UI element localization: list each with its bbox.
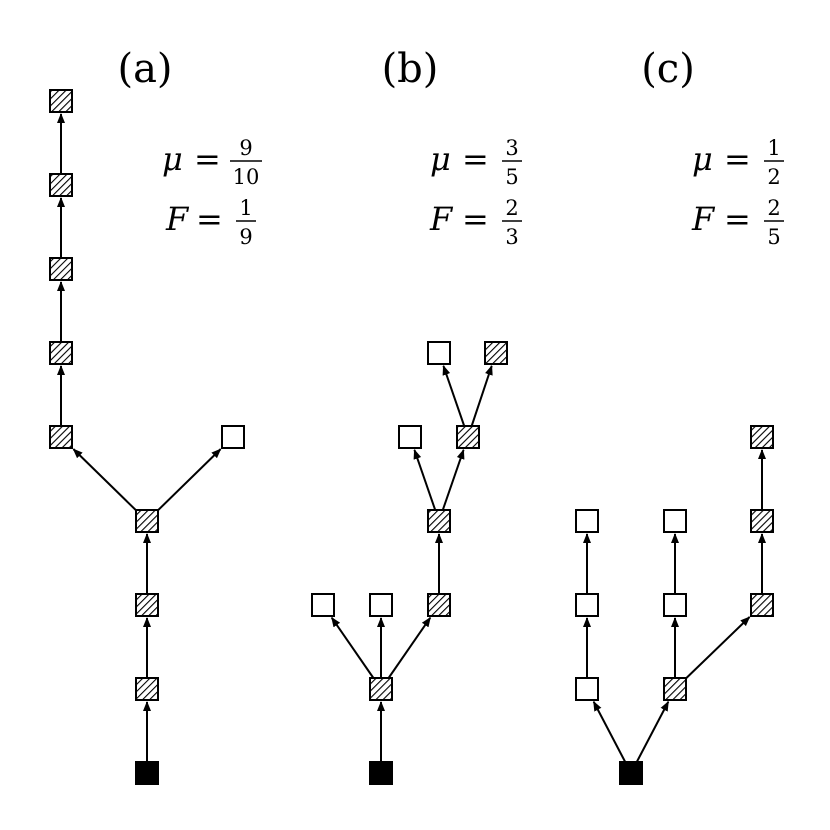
F-numerator-b: 2 xyxy=(505,196,518,220)
mu-numerator-b: 3 xyxy=(505,136,518,160)
edge-arrow xyxy=(470,364,493,427)
hatched-node xyxy=(750,593,774,617)
edge-arrow xyxy=(685,616,751,680)
equals-sign: = xyxy=(462,140,489,178)
edge-arrow xyxy=(330,616,375,679)
equals-sign: = xyxy=(724,200,751,238)
white-node xyxy=(221,425,245,449)
param-mu-b: μ = 3 5 xyxy=(430,136,522,189)
edge-arrow xyxy=(441,448,465,511)
edge-arrow xyxy=(635,700,670,763)
edge-arrow xyxy=(157,448,222,511)
param-mu-a: μ = 9 10 xyxy=(162,136,262,189)
root-node xyxy=(135,761,159,785)
equals-sign: = xyxy=(462,200,489,238)
hatched-node xyxy=(49,341,73,365)
F-denominator-a: 9 xyxy=(239,225,252,249)
hatched-node xyxy=(49,257,73,281)
hatched-node xyxy=(484,341,508,365)
hatched-node xyxy=(663,677,687,701)
white-node xyxy=(575,593,599,617)
F-symbol-c: F xyxy=(691,200,716,238)
panel-label-a: (a) xyxy=(117,46,172,92)
hatched-node xyxy=(135,509,159,533)
F-denominator-b: 3 xyxy=(505,225,518,249)
param-F-a: F = 1 9 xyxy=(165,196,256,249)
mu-symbol-c: μ xyxy=(692,140,713,178)
mu-denominator-c: 2 xyxy=(767,165,780,189)
equals-sign: = xyxy=(724,140,751,178)
hatched-node xyxy=(456,425,480,449)
tree-edges xyxy=(57,113,766,763)
edge-arrow xyxy=(413,448,437,511)
hatched-node xyxy=(427,509,451,533)
panel-label-c: (c) xyxy=(641,46,695,92)
F-numerator-c: 2 xyxy=(767,196,780,220)
edge-arrow xyxy=(442,364,466,427)
hatched-node xyxy=(369,677,393,701)
hatched-node xyxy=(135,677,159,701)
equals-sign: = xyxy=(194,140,221,178)
root-node xyxy=(369,761,393,785)
edge-arrow xyxy=(72,448,137,511)
F-symbol-b: F xyxy=(429,200,454,238)
hatched-node xyxy=(750,509,774,533)
white-node xyxy=(663,593,687,617)
white-node xyxy=(663,509,687,533)
mu-denominator-b: 5 xyxy=(505,165,518,189)
mu-denominator-a: 10 xyxy=(233,165,260,189)
F-denominator-c: 5 xyxy=(767,225,780,249)
white-node xyxy=(311,593,335,617)
edge-arrow xyxy=(387,616,432,679)
root-node xyxy=(619,761,643,785)
equals-sign: = xyxy=(196,200,223,238)
mu-symbol-b: μ xyxy=(430,140,451,178)
panel-label-b: (b) xyxy=(382,46,439,92)
mu-symbol-a: μ xyxy=(162,140,183,178)
white-node xyxy=(575,509,599,533)
mu-numerator-c: 1 xyxy=(767,136,780,160)
white-node xyxy=(575,677,599,701)
edge-arrow xyxy=(592,700,627,763)
hatched-node xyxy=(49,425,73,449)
hatched-node xyxy=(49,89,73,113)
param-F-c: F = 2 5 xyxy=(691,196,784,249)
white-node xyxy=(369,593,393,617)
hatched-node xyxy=(427,593,451,617)
hatched-node xyxy=(135,593,159,617)
hatched-node xyxy=(49,173,73,197)
tree-nodes xyxy=(49,89,774,785)
param-mu-c: μ = 1 2 xyxy=(692,136,784,189)
F-numerator-a: 1 xyxy=(239,196,252,220)
hatched-node xyxy=(750,425,774,449)
F-symbol-a: F xyxy=(165,200,190,238)
white-node xyxy=(427,341,451,365)
white-node xyxy=(398,425,422,449)
param-F-b: F = 2 3 xyxy=(429,196,522,249)
mu-numerator-a: 9 xyxy=(239,136,252,160)
